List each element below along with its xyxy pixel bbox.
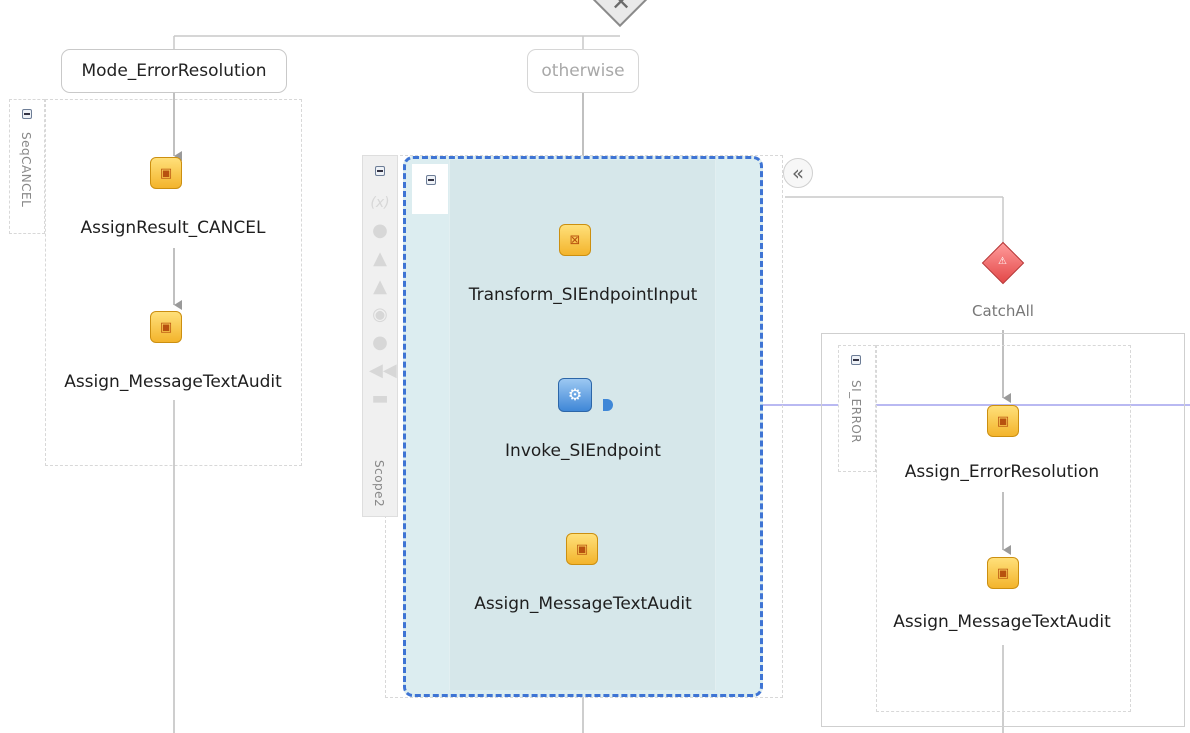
seqcancel-tab	[9, 99, 45, 234]
variables-icon[interactable]: (x)	[370, 195, 390, 211]
scope2-tab-label: Scope2	[372, 460, 386, 508]
scope2-toolbar: (x) ● ▲ ▲ ◉ ● ◀◀ ▬	[362, 155, 398, 517]
si-error-sequence	[876, 345, 1131, 712]
seqcancel-tab-label: SeqCANCEL	[19, 132, 33, 208]
catch-all-container	[821, 333, 1185, 727]
assign-icon[interactable]: ▣	[150, 157, 182, 189]
catch-all-label: CatchAll	[972, 302, 1034, 320]
invoke-icon[interactable]: ⚙	[558, 378, 592, 412]
otherwise-branch-label[interactable]: otherwise	[527, 49, 639, 93]
catch-all-glyph: ⚠	[998, 256, 1007, 267]
assign-icon[interactable]: ▣	[987, 405, 1019, 437]
rewind-icon[interactable]: ◀◀	[369, 360, 397, 381]
transform-icon[interactable]: ⊠	[559, 224, 591, 256]
fault-handler-icon[interactable]: ▲	[373, 248, 387, 269]
scope2-collapse-button[interactable]	[375, 166, 385, 176]
activity-label: Assign_ErrorResolution	[904, 462, 1100, 482]
x-glyph: ✕	[611, 0, 632, 16]
activity-label: Assign_MessageTextAudit	[474, 594, 692, 614]
double-chevron-left-icon[interactable]: «	[783, 158, 813, 188]
scope2-inner-tab	[412, 164, 448, 214]
seqcancel-collapse-button[interactable]	[22, 109, 32, 119]
si-error-tab-label: SI_ERROR	[849, 380, 863, 444]
si-error-tab	[838, 345, 876, 472]
message-icon[interactable]: ●	[372, 332, 388, 353]
termination-icon[interactable]: ▬	[371, 388, 389, 409]
activity-label: Assign_MessageTextAudit	[64, 372, 282, 392]
assign-icon[interactable]: ▣	[987, 557, 1019, 589]
case-branch-label[interactable]: Mode_ErrorResolution	[61, 49, 287, 93]
scope2-inner-collapse-button[interactable]	[426, 175, 436, 185]
compensation-icon[interactable]: ◉	[372, 304, 388, 325]
seqcancel-sequence	[45, 99, 302, 466]
activity-label: Invoke_SIEndpoint	[505, 441, 661, 461]
activity-label: AssignResult_CANCEL	[80, 218, 266, 238]
partner-link-port	[603, 399, 613, 411]
event-handler-icon[interactable]: ▲	[373, 276, 387, 297]
assign-icon[interactable]: ▣	[150, 311, 182, 343]
si-error-collapse-button[interactable]	[851, 355, 861, 365]
activity-label: Transform_SIEndpointInput	[468, 285, 698, 305]
activity-label: Assign_MessageTextAudit	[893, 612, 1111, 632]
assign-icon[interactable]: ▣	[566, 533, 598, 565]
correlation-icon[interactable]: ●	[372, 220, 388, 241]
